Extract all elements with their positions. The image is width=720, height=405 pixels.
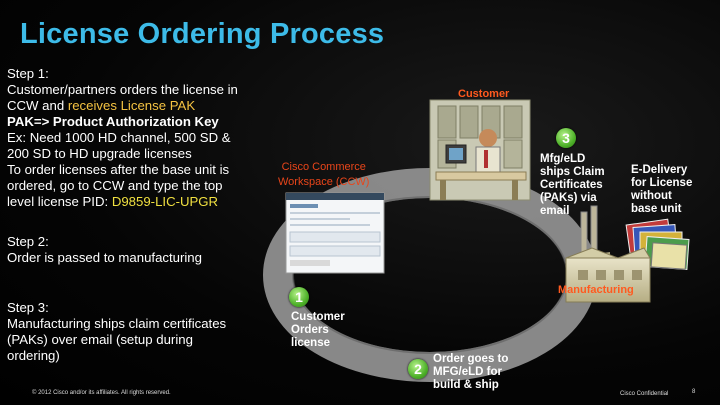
step-3-badge: 3 [556,128,576,148]
copyright-footer: © 2012 Cisco and/or its affiliates. All … [32,390,171,396]
customer-label: Customer [458,88,509,100]
mfg-ships-label: Mfg/eLD ships Claim Certificates (PAKs) … [540,153,605,218]
license-pid: D9859-LIC-UPGR [112,194,218,209]
customer-orders-line2: Orders [291,324,345,337]
step-2-badge: 2 [408,359,428,379]
manufacturing-label: Manufacturing [558,284,634,296]
step1-line4: Ex: Need 1000 HD channel, 500 SD & [7,130,231,146]
step1-line2: CCW and receives License PAK [7,98,195,114]
confidential-footer: Cisco Confidential [620,391,668,397]
step1-heading: Step 1: [7,66,49,82]
order-goes-line3: build & ship [433,379,508,392]
order-goes-label: Order goes to MFG/eLD for build & ship [433,353,508,392]
ccw-label: Cisco Commerce Workspace (CCW) [278,160,369,190]
ccw-screenshot-thumbnail [286,193,384,273]
step1-line5: 200 SD to HD upgrade licenses [7,146,192,162]
mfg-ships-line5: email [540,205,605,218]
customer-orders-label: Customer Orders license [291,311,345,350]
e-delivery-line2: for License [631,177,692,190]
e-delivery-line4: base unit [631,203,692,216]
ccw-label-line2: Workspace (CCW) [278,175,369,190]
customer-orders-line3: license [291,337,345,350]
slide-title: License Ordering Process [20,18,384,51]
e-delivery-label: E-Delivery for License without base unit [631,164,692,216]
step1-line7: ordered, go to CCW and type the top [7,178,223,194]
step1-line6: To order licenses after the base unit is [7,162,229,178]
mfg-ships-line3: Certificates [540,179,605,192]
step1-line8: level license PID: D9859-LIC-UPGR [7,194,218,210]
page-number: 8 [692,389,695,395]
step3-line1: Manufacturing ships claim certificates [7,316,226,332]
order-goes-line2: MFG/eLD for [433,366,508,379]
step1-line2-b: receives License PAK [68,98,195,113]
step2-line1: Order is passed to manufacturing [7,250,202,266]
step1-line8-a: level license PID: [7,194,112,209]
step1-line1: Customer/partners orders the license in [7,82,238,98]
step1-line2-a: CCW and [7,98,68,113]
step3-line3: ordering) [7,348,60,364]
ccw-label-line1: Cisco Commerce [278,160,369,175]
step-1-badge: 1 [289,287,309,307]
order-goes-line1: Order goes to [433,353,508,366]
mfg-ships-line4: (PAKs) via [540,192,605,205]
customer-office-illustration [430,100,530,200]
step3-line2: (PAKs) over email (setup during [7,332,193,348]
step1-pak-definition: PAK=> Product Authorization Key [7,114,219,130]
e-delivery-line3: without [631,190,692,203]
step2-heading: Step 2: [7,234,49,250]
mfg-ships-line2: ships Claim [540,166,605,179]
mfg-ships-line1: Mfg/eLD [540,153,605,166]
step3-heading: Step 3: [7,300,49,316]
customer-orders-line1: Customer [291,311,345,324]
e-delivery-line1: E-Delivery [631,164,692,177]
